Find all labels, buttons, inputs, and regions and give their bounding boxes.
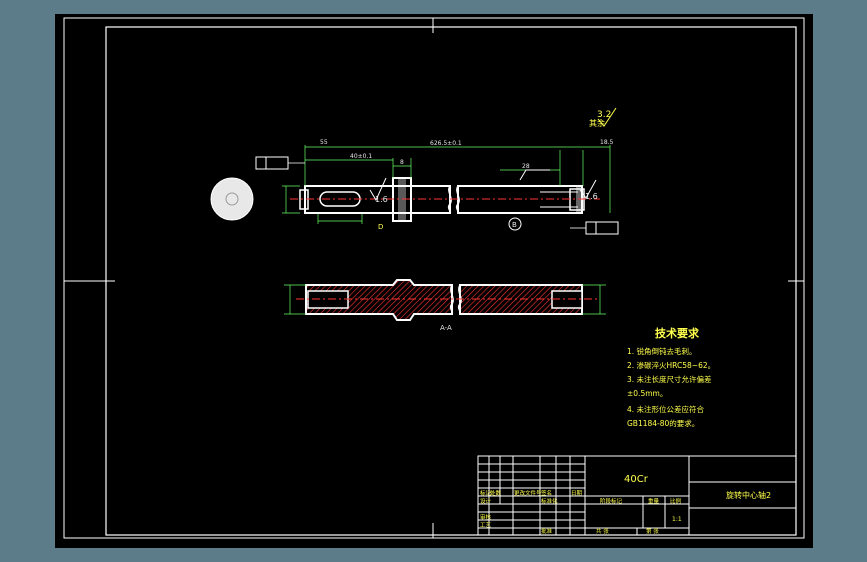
tolerance-frame-left [255,156,305,170]
main-view-dim-text: 626.5±0.1 55 18.5 40±0.1 8 28 1.6 1.6 [320,139,614,204]
technical-requirements: 技术要求 1. 锐角倒钝去毛刺。 2. 渗碳淬火HRC58~62。 3. 未注长… [627,326,715,428]
title-block [477,455,797,536]
tech-req-item: 1. 锐角倒钝去毛刺。 [627,346,697,356]
outer-border [63,17,805,539]
tech-req-item: 3. 未注长度尺寸允许偏差 [627,374,712,384]
roughness-symbol: 其余 3.2 [589,107,617,128]
svg-text:1.6: 1.6 [375,195,388,204]
svg-text:第 张: 第 张 [646,527,659,535]
svg-text:更改文件号: 更改文件号 [514,489,542,497]
svg-text:55: 55 [320,139,328,146]
svg-text:1:1: 1:1 [672,516,682,523]
shaft-main-view [290,177,600,222]
svg-text:40±0.1: 40±0.1 [350,153,372,160]
svg-text:设计: 设计 [480,497,492,505]
svg-text:8: 8 [400,159,404,166]
main-view-roughness-marks [369,169,597,202]
svg-text:比例: 比例 [670,497,682,505]
title-block-text: 40Cr 旋转中心轴2 标记 处数 更改文件号 签名 日期 设计 标准化 审核 … [480,474,771,535]
center-marks [64,18,804,538]
svg-text:3.2: 3.2 [597,110,611,120]
svg-text:标记: 标记 [480,489,492,497]
svg-text:重量: 重量 [648,497,660,505]
tech-req-item: 2. 渗碳淬火HRC58~62。 [627,360,715,370]
tech-req-item: 4. 未注形位公差应符合 [627,404,705,414]
svg-text:626.5±0.1: 626.5±0.1 [430,140,462,147]
tech-req-item: GB1184-80的要求。 [627,418,699,428]
svg-text:D: D [378,223,383,231]
detail-marker: B [508,217,522,231]
drawing-sheet [55,14,813,548]
svg-text:18.5: 18.5 [600,139,614,146]
part-name: 旋转中心轴2 [726,490,771,500]
svg-text:其余: 其余 [589,118,605,128]
svg-text:标准化: 标准化 [541,497,558,505]
svg-text:28: 28 [522,163,530,170]
svg-text:审核: 审核 [480,513,492,521]
tech-req-item: ±0.5mm。 [627,389,667,398]
svg-text:批准: 批准 [541,527,553,535]
svg-text:阶段标记: 阶段标记 [600,497,623,505]
svg-text:日期: 日期 [571,490,583,497]
end-view [210,177,254,221]
svg-text:处数: 处数 [490,489,502,497]
svg-text:签名: 签名 [541,489,552,497]
tolerance-frame-right [570,221,619,235]
svg-text:A-A: A-A [440,324,452,332]
main-view-dimensions [282,145,611,224]
material-label: 40Cr [624,474,649,485]
svg-text:1.6: 1.6 [585,192,598,201]
svg-text:B: B [512,221,517,229]
svg-text:共 张: 共 张 [596,527,609,535]
tech-req-title: 技术要求 [655,326,700,340]
datum-marker: D [378,223,383,231]
svg-text:工艺: 工艺 [480,522,492,529]
shaft-section-view: A-A [284,279,606,332]
